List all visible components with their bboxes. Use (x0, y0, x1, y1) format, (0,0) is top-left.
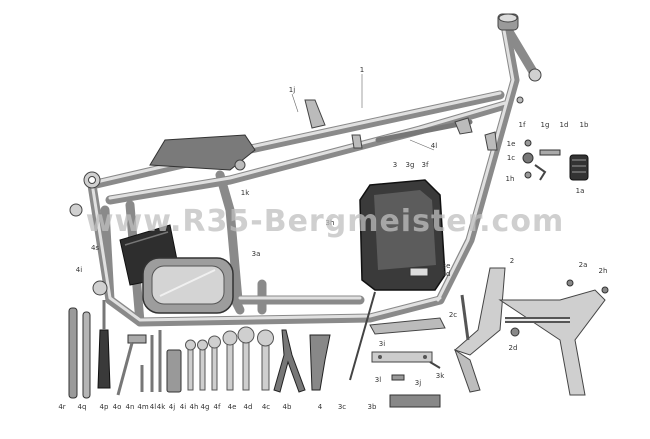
callout-label: 3c (338, 403, 346, 411)
callout-label: 2h (599, 267, 608, 275)
callout-label: 4l (150, 403, 156, 411)
callout-label: 3k (436, 372, 445, 380)
callout-label: 2 (510, 257, 514, 265)
callout-label: 4g (201, 403, 210, 411)
callout-label: 1b (580, 121, 589, 129)
callout-label: 3l (375, 376, 381, 384)
callout-leaders (291, 74, 435, 151)
callout-label: 4f (214, 403, 221, 411)
callout-label: 4p (100, 403, 109, 411)
callout-label: 3e (442, 262, 451, 270)
callout-label: 4q (78, 403, 87, 411)
callout-leader-line (291, 93, 299, 113)
ignition-lock-parts (522, 139, 589, 181)
tool-box-right (349, 179, 446, 381)
callout-label: 3g (406, 161, 415, 169)
callout-label: 4i (180, 403, 186, 411)
callout-label: 4h (190, 403, 199, 411)
callout-label: 4i (76, 266, 82, 274)
callout-label: 1h (506, 175, 515, 183)
callout-leader-line (409, 139, 435, 151)
tool-plates (369, 317, 446, 408)
callout-label: 4r (58, 403, 65, 411)
callout-label: 4o (113, 403, 122, 411)
callout-label: 3j (415, 379, 421, 387)
callout-label: 1f (519, 121, 526, 129)
callout-label: 4k (157, 403, 166, 411)
callout-label: 4l (431, 142, 437, 150)
callout-label: 1a (576, 187, 585, 195)
callout-label: 3d (442, 270, 451, 278)
callout-label: 4b (283, 403, 292, 411)
callout-label: 1 (360, 66, 364, 74)
callout-label: 4d (244, 403, 253, 411)
watermark-text: www.R35-Bergmeister.com (86, 204, 564, 239)
callout-label: 3b (368, 403, 377, 411)
callout-label: 1k (241, 189, 250, 197)
callout-label: 1c (507, 154, 515, 162)
callout-label: 1j (289, 86, 295, 94)
callout-label: 2c (449, 311, 457, 319)
callout-label: 4j (169, 403, 175, 411)
callout-label: 3 (393, 161, 397, 169)
callout-label: 3f (422, 161, 429, 169)
side-cover-left (142, 257, 234, 314)
callout-label: 1e (507, 140, 516, 148)
callout-label: 1g (541, 121, 550, 129)
callout-label: 4n (126, 403, 135, 411)
callout-label: 3h (326, 219, 335, 227)
callout-label: 1d (560, 121, 569, 129)
callout-label: 4m (137, 403, 148, 411)
callout-label: 3a (252, 250, 261, 258)
motorcycle-frame (69, 13, 542, 327)
center-stand (454, 267, 609, 396)
tool-kit (68, 300, 331, 399)
callout-label: 2d (509, 344, 518, 352)
callout-label: 2a (579, 261, 588, 269)
callout-label: 4e (228, 403, 237, 411)
callout-label: 3i (379, 340, 385, 348)
callout-label: 4 (318, 403, 323, 411)
callout-label: 4s (91, 244, 99, 252)
callout-label: 4c (262, 403, 270, 411)
